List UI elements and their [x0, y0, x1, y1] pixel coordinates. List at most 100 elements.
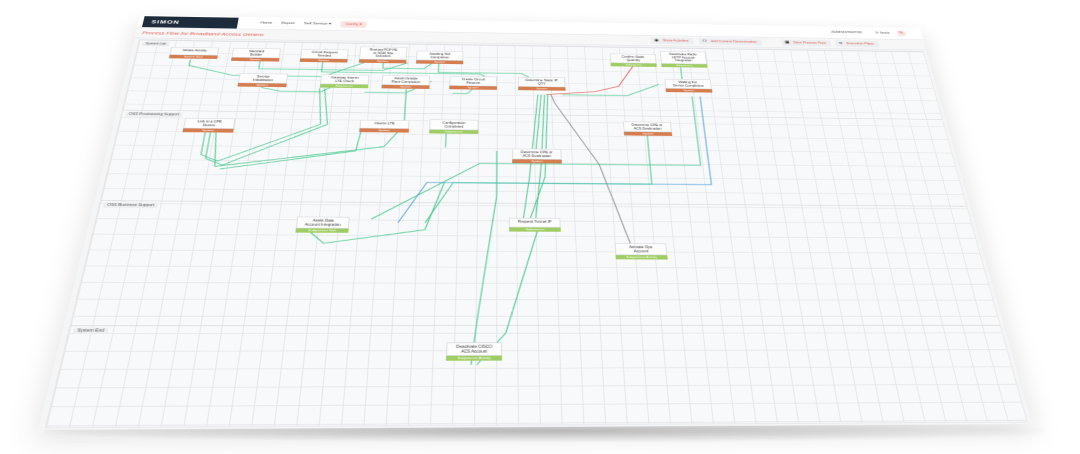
- execution-plans-button[interactable]: ⋖Execution Plans: [834, 40, 880, 48]
- node-line: Selection: [375, 54, 391, 58]
- add-context-determination-button[interactable]: ⚇Add Context Determination: [698, 38, 763, 46]
- flow-connectors: [46, 40, 1027, 428]
- node-line: Needed: [317, 53, 332, 57]
- node-badge: Subprocess: [509, 227, 561, 232]
- save-process-flow-button[interactable]: ▣Save Process Flow: [781, 39, 832, 47]
- nav-self-service[interactable]: Self Service ▾: [303, 18, 331, 30]
- add-context-label: Add Context Determination: [710, 39, 758, 44]
- node-badge: Subprocess: [610, 63, 657, 68]
- chevron-down-icon: ▾: [359, 22, 362, 27]
- process-node[interactable]: Interim LTE System: [359, 119, 410, 133]
- logout-icon[interactable]: ✎: [896, 30, 906, 37]
- node-badge: System: [182, 128, 234, 133]
- edge: [562, 83, 660, 96]
- nav-config-label: Config: [345, 22, 359, 27]
- node-badge: System: [381, 84, 430, 90]
- node-line: LTE Check: [335, 79, 355, 83]
- node-badge: System: [299, 58, 348, 63]
- node-line: Request Tunnel IP: [517, 219, 552, 224]
- process-node[interactable]: Request Tunnel IP Subprocess: [509, 217, 561, 232]
- edge: [305, 182, 444, 244]
- app-window: SIMON Home Report Self Service ▾ Config …: [37, 15, 1033, 430]
- node-line: Completion: [430, 55, 450, 59]
- node-line: ACS Account: [461, 349, 488, 354]
- node-line: Device: [202, 123, 216, 127]
- user-role: ADMINISTRATOR: [830, 30, 863, 35]
- process-flow-canvas[interactable]: System Init OSS Provisioning Support OSS…: [44, 39, 1028, 429]
- node-badge: System: [415, 60, 464, 65]
- node-badge: Subprocess: [429, 129, 479, 135]
- node-line: ACS Destination: [633, 126, 662, 131]
- show-activities-button[interactable]: ◉Show Activities: [650, 37, 694, 45]
- node-badge: System: [358, 59, 407, 64]
- node-badge: Subprocess: [661, 63, 708, 68]
- share-icon: ⋖: [837, 41, 844, 46]
- node-badge: Subprocess Activity: [615, 255, 668, 260]
- eye-icon: ◉: [653, 38, 660, 43]
- show-activities-label: Show Activities: [662, 39, 689, 43]
- nav-config[interactable]: Config ▾: [340, 21, 367, 28]
- node-badge: Subprocess Task: [295, 228, 349, 233]
- edge: [535, 94, 543, 151]
- node-badge: Subprocess: [319, 84, 369, 89]
- edge: [220, 129, 361, 170]
- node-badge: System Start: [168, 54, 218, 59]
- nav-self-service-label: Self Service: [303, 22, 328, 26]
- node-line: Initiate Activity: [182, 48, 208, 53]
- node-line: Integration: [675, 59, 693, 63]
- node-badge: System: [230, 57, 280, 62]
- users-icon: ⚇: [702, 39, 708, 44]
- node-line: Quantity: [626, 58, 641, 62]
- node-badge: System: [359, 128, 409, 133]
- chevron-down-icon: ▾: [328, 22, 332, 26]
- node-line: Initialization: [252, 78, 274, 82]
- save-flow-label: Save Process Flow: [792, 41, 827, 45]
- process-node[interactable]: Initiate Activity System Start: [168, 46, 220, 59]
- node-title: Request Tunnel IP: [509, 217, 561, 228]
- nav-report[interactable]: Report: [281, 21, 295, 26]
- app-logo[interactable]: SIMON: [141, 16, 239, 29]
- node-badge: System: [449, 85, 497, 90]
- node-badge: System: [237, 83, 287, 88]
- nav-home[interactable]: Home: [260, 21, 273, 25]
- node-line: Device Completion: [672, 83, 704, 88]
- edge: [446, 132, 447, 148]
- node-badge: System: [518, 86, 566, 91]
- user-name[interactable]: Yr Neele: [874, 31, 891, 35]
- node-line: QTY: [537, 82, 546, 86]
